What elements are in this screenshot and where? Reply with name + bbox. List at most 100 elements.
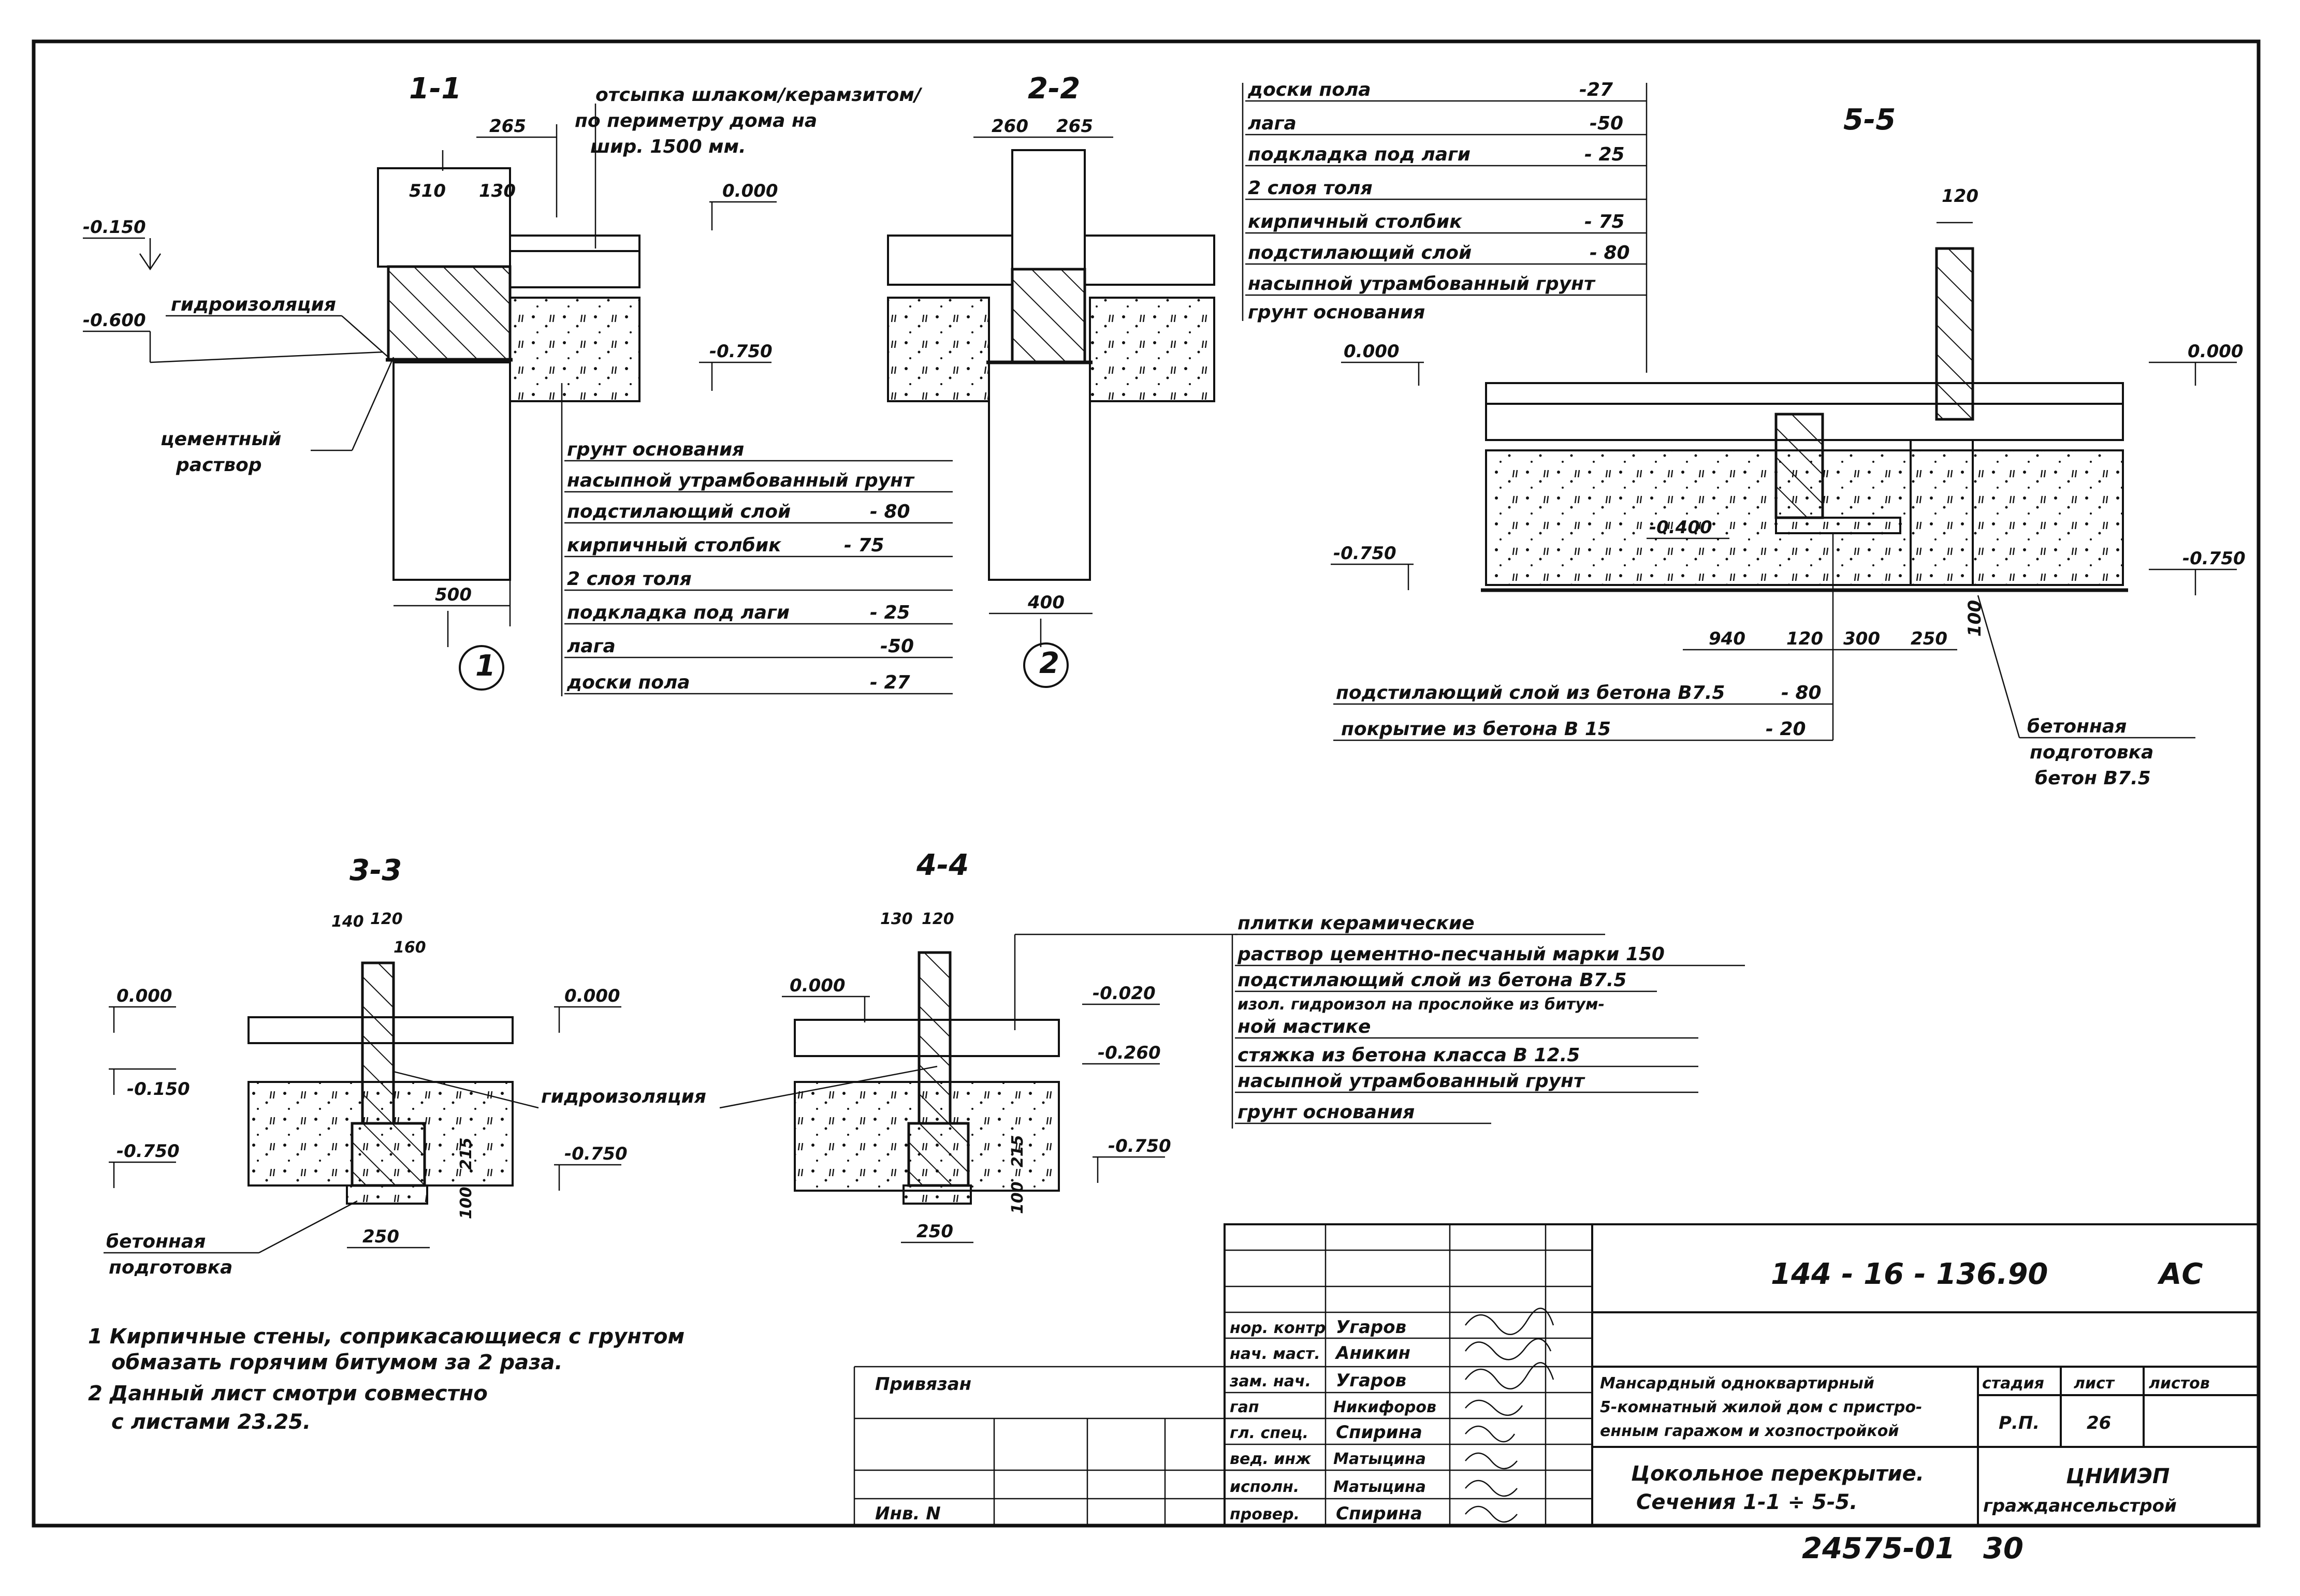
note-1b: обмазать горячим битумом за 2 раза. bbox=[111, 1351, 563, 1374]
stamp-project-2: 5-комнатный жилой дом с пристро- bbox=[1600, 1398, 1922, 1416]
staff-role-6: исполн. bbox=[1230, 1478, 1299, 1496]
section-title-1-1: 1-1 bbox=[409, 72, 461, 106]
layer-1-1-6-val: -50 bbox=[880, 636, 914, 657]
staff-name-0: Угаров bbox=[1336, 1317, 1406, 1338]
dim-3-3-215: 215 bbox=[457, 1137, 475, 1170]
level-3-3-c: -0.150 bbox=[127, 1079, 190, 1100]
general-notes: 1 Кирпичные стены, соприкасающиеся с гру… bbox=[88, 1325, 685, 1434]
sheet-frame bbox=[32, 39, 2261, 1528]
wall-3-3 bbox=[361, 961, 395, 1125]
section-2-2: 2-2 260 265 400 2 bbox=[887, 72, 1215, 688]
layer-5-5-5: подстилающий слой bbox=[1248, 242, 1472, 263]
dim-5-5-300: 300 bbox=[1843, 628, 1880, 649]
layer-5-5-4: кирпичный столбик bbox=[1248, 211, 1463, 232]
layer-5-5-2-val: - 25 bbox=[1584, 144, 1625, 165]
level-5-5-b: 0.000 bbox=[2188, 341, 2244, 362]
dim-2-2-260: 260 bbox=[992, 116, 1028, 137]
dim-4-4-250: 250 bbox=[916, 1221, 953, 1242]
label-mortar-1: цементный bbox=[161, 429, 281, 450]
wall-1-1-lower bbox=[392, 361, 511, 581]
dim-5-5-250: 250 bbox=[1911, 628, 1947, 649]
level-5-5-d: -0.750 bbox=[1333, 543, 1396, 564]
dim-1-1-500: 500 bbox=[435, 584, 472, 605]
soil-2-2-left bbox=[887, 297, 990, 402]
note-2b: с листами 23.25. bbox=[111, 1410, 311, 1434]
title-block: Привязан Инв. N 144 - 16 - 136.90 АС нор… bbox=[853, 1223, 2260, 1565]
layer-1-1-4: 2 слоя толя bbox=[567, 568, 692, 590]
layer-5-5-4-val: - 75 bbox=[1584, 211, 1625, 232]
level-1-1-c: 0.000 bbox=[722, 181, 778, 201]
dim-3-3-250: 250 bbox=[362, 1226, 399, 1247]
dim-1-1-130: 130 bbox=[479, 181, 516, 201]
layer-5-5-1-val: -50 bbox=[1590, 113, 1623, 134]
axis-marker-1 bbox=[459, 645, 504, 691]
layer-1-1-7: доски пола bbox=[566, 672, 690, 693]
staff-name-4: Спирина bbox=[1336, 1422, 1422, 1443]
staff-name-5: Матыцина bbox=[1333, 1450, 1426, 1468]
layer-table-1-1: грунт основания насыпной утрамбованный г… bbox=[564, 439, 953, 695]
concrete-prep-3-3-b: подготовка bbox=[109, 1257, 232, 1278]
concrete-prep-3: бетон В7.5 bbox=[2035, 768, 2151, 789]
layer-5-5-5-val: - 80 bbox=[1590, 242, 1630, 263]
dim-5-5-940: 940 bbox=[1709, 628, 1745, 649]
wall-5-5 bbox=[1935, 247, 1974, 421]
stamp-title-1: Цокольное перекрытие. bbox=[1631, 1462, 1924, 1486]
layer-1-1-3: кирпичный столбик bbox=[567, 535, 782, 556]
section-title-4-4: 4-4 bbox=[916, 848, 969, 882]
staff-role-2: зам. нач. bbox=[1229, 1372, 1311, 1390]
stamp-org-1: ЦНИИЭП bbox=[2066, 1465, 2170, 1488]
wall-1-1-upper bbox=[387, 265, 512, 361]
level-4-4-b: -0.020 bbox=[1093, 983, 1156, 1004]
staff-role-3: гап bbox=[1230, 1398, 1259, 1416]
layer-5-5-7: грунт основания bbox=[1248, 302, 1425, 323]
layer-1-1-5-val: - 25 bbox=[870, 602, 910, 623]
bottom-layers-5-5: подстилающий слой из бетона В7.5 - 80 по… bbox=[1333, 533, 1834, 741]
dim-5-5-120: 120 bbox=[1786, 628, 1823, 649]
stamp-archive: 24575-01 bbox=[1802, 1532, 1955, 1565]
staff-role-1: нач. маст. bbox=[1230, 1345, 1320, 1363]
staff-role-5: вед. инж bbox=[1230, 1450, 1312, 1468]
layer-1-1-2-val: - 80 bbox=[870, 501, 910, 522]
layer-1-1-3-val: - 75 bbox=[844, 535, 884, 556]
stamp-title-2: Сечения 1-1 ÷ 5-5. bbox=[1636, 1490, 1857, 1514]
layer-4-4-5: стяжка из бетона класса В 12.5 bbox=[1238, 1045, 1580, 1066]
dim-4-4-100: 100 bbox=[1009, 1181, 1027, 1214]
label-waterproofing-1: гидроизоляция bbox=[171, 294, 336, 315]
section-4-4: 4-4 130 120 215 100 250 0.000 -0.020 -0.… bbox=[782, 848, 1745, 1243]
dim-2-2-265: 265 bbox=[1056, 116, 1093, 137]
staff-role-4: гл. спец. bbox=[1230, 1424, 1308, 1442]
level-4-4-a: 0.000 bbox=[790, 975, 846, 996]
section-1-1: 1-1 265 510 130 500 1 -0.150 -0.600 0.00… bbox=[83, 72, 953, 696]
label-fill-1: отсыпка шлаком/керамзитом/ bbox=[595, 84, 923, 106]
layer-5-5-0: доски пола bbox=[1247, 79, 1371, 100]
dim-2-2-400: 400 bbox=[1027, 592, 1065, 613]
layer-4-4-3: изол. гидроизол на прослойке из битум- bbox=[1238, 995, 1605, 1014]
bottom-layer-1-val: - 20 bbox=[1766, 719, 1806, 740]
layer-1-1-0: грунт основания bbox=[567, 439, 744, 460]
bottom-layer-0-val: - 80 bbox=[1781, 682, 1822, 704]
level-3-3-e: -0.750 bbox=[564, 1144, 628, 1164]
dim-1-1-265: 265 bbox=[489, 116, 526, 137]
wall-4-4 bbox=[918, 951, 952, 1125]
section-title-5-5: 5-5 bbox=[1843, 103, 1896, 137]
dim-5-5-120-top: 120 bbox=[1942, 186, 1978, 207]
layer-1-1-6: лага bbox=[567, 636, 616, 657]
stamp-project-1: Мансардный одноквартирный bbox=[1600, 1374, 1874, 1393]
signature-marks bbox=[1464, 1308, 1554, 1523]
label-fill-2: по периметру дома на bbox=[575, 110, 817, 131]
layer-4-4-0: плитки керамические bbox=[1238, 913, 1475, 934]
staff-name-6: Матыцина bbox=[1333, 1478, 1426, 1496]
dim-1-1-510: 510 bbox=[409, 181, 446, 201]
level-5-5-a: 0.000 bbox=[1344, 341, 1400, 362]
note-2a: 2 Данный лист смотри совместно bbox=[88, 1382, 488, 1405]
layer-1-1-5: подкладка под лаги bbox=[567, 602, 790, 623]
axis-label-1: 1 bbox=[475, 649, 496, 683]
staff-name-2: Угаров bbox=[1336, 1370, 1406, 1391]
soil-2-2-right bbox=[1089, 297, 1215, 402]
axis-label-2: 2 bbox=[1039, 647, 1059, 680]
label-waterproofing-3-3: гидроизоляция bbox=[541, 1086, 706, 1107]
layer-5-5-2: подкладка под лаги bbox=[1248, 144, 1471, 165]
stamp-staff: нор. контр Угаров нач. маст. Аникин зам.… bbox=[1229, 1317, 1436, 1524]
level-3-3-b: 0.000 bbox=[564, 986, 620, 1006]
concrete-prep-1: бетонная bbox=[2027, 716, 2127, 737]
